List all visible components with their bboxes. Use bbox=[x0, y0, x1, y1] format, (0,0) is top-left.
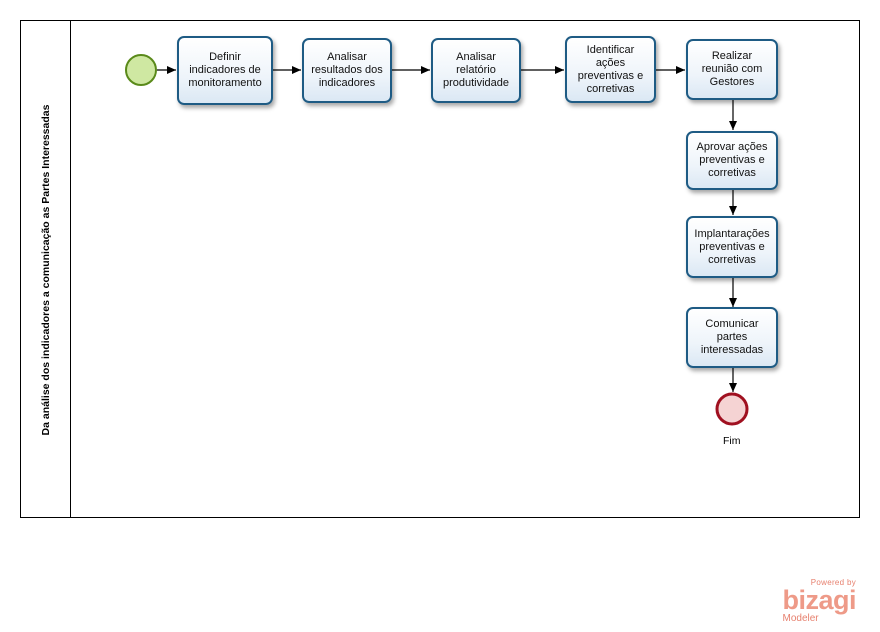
task-label: Comunicar partes interessadas bbox=[700, 318, 764, 356]
end-event-label: Fim bbox=[723, 435, 741, 447]
bizagi-logo: Powered by bizagi Modeler bbox=[782, 578, 856, 624]
lane-header: Da análise dos indicadores a comunicação… bbox=[21, 21, 71, 517]
start-event[interactable] bbox=[125, 54, 157, 86]
task-implement-actions[interactable]: Implantarações preventivas e corretivas bbox=[686, 216, 778, 278]
task-approve-actions[interactable]: Aprovar ações preventivas e corretivas bbox=[686, 131, 778, 190]
task-label: Implantarações preventivas e corretivas bbox=[694, 227, 770, 266]
task-analyze-results[interactable]: Analisar resultados dos indicadores bbox=[302, 38, 392, 103]
task-label: Realizar reunião com Gestores bbox=[701, 50, 763, 88]
process-pool: Da análise dos indicadores a comunicação… bbox=[20, 20, 860, 518]
brand-name: bizagi bbox=[782, 585, 856, 615]
task-label: Analisar relatório produtividade bbox=[442, 51, 510, 89]
task-label: Identificar ações preventivas e corretiv… bbox=[577, 43, 644, 95]
sequence-flows bbox=[157, 66, 737, 392]
end-event[interactable] bbox=[715, 392, 749, 426]
product-name: Modeler bbox=[782, 613, 819, 624]
task-label: Definir indicadores de monitoramento bbox=[188, 51, 262, 89]
task-communicate-stakeholders[interactable]: Comunicar partes interessadas bbox=[686, 307, 778, 368]
task-meeting-managers[interactable]: Realizar reunião com Gestores bbox=[686, 39, 778, 100]
task-label: Aprovar ações preventivas e corretivas bbox=[696, 141, 768, 179]
task-define-indicators[interactable]: Definir indicadores de monitoramento bbox=[177, 36, 273, 105]
powered-by-text: Powered by bbox=[810, 578, 856, 587]
task-analyze-report[interactable]: Analisar relatório produtividade bbox=[431, 38, 521, 103]
task-label: Analisar resultados dos indicadores bbox=[311, 51, 383, 89]
task-identify-actions[interactable]: Identificar ações preventivas e corretiv… bbox=[565, 36, 656, 103]
